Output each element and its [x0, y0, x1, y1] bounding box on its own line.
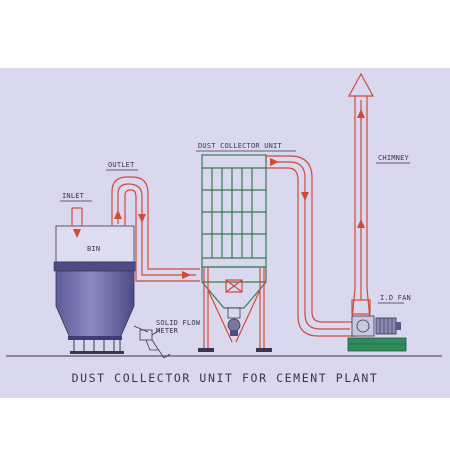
fan-duct-arrow-right-icon [270, 158, 279, 166]
outlet-arrow-right-icon [182, 271, 191, 279]
chimney-arrow-top-icon [357, 109, 365, 118]
outlet-flow-line [117, 183, 196, 276]
chimney-arrow-up-icon [357, 219, 365, 228]
fan-duct-flow [270, 161, 350, 330]
bin-label: BIN [87, 245, 100, 253]
chimney-base-box [351, 299, 371, 315]
collector-valve-cross-b [225, 279, 243, 293]
fan-impeller-icon [356, 319, 370, 333]
fan-casing [351, 315, 375, 337]
bin-top-section [55, 225, 135, 263]
chimney-label: CHIMNEY [378, 154, 409, 162]
collector-foot-right [256, 348, 272, 352]
collector-valve-frame [225, 279, 243, 293]
rotary-valve [227, 307, 241, 319]
chimney: CHIMNEY [347, 72, 410, 321]
bin-bottom-rim [68, 336, 122, 340]
collector-to-fan-duct [266, 155, 356, 337]
rotary-valve-motor [227, 318, 241, 332]
rotary-valve-base [230, 330, 238, 336]
solid-flow-meter: SOLID FLOW METER [133, 319, 201, 359]
flow-meter-chute [133, 325, 171, 359]
id-fan-label: I.D FAN [380, 294, 411, 302]
solid-flow-meter-label-line1: SOLID FLOW [156, 319, 201, 327]
fan-motor-fins [379, 318, 393, 334]
outlet-duct-outer [111, 176, 200, 270]
inlet-label: INLET [62, 192, 85, 200]
outlet: OUTLET [106, 161, 200, 282]
outlet-label: OUTLET [108, 161, 135, 169]
bin-feet [70, 351, 124, 354]
chimney-cap [347, 72, 375, 97]
fan-motor-endcap [396, 322, 401, 330]
diagram-title: DUST COLLECTOR UNIT FOR CEMENT PLANT [72, 371, 379, 385]
collector-bags [202, 168, 266, 259]
bin-band [53, 261, 137, 272]
outlet-arrow-up-icon [114, 210, 122, 219]
bin: BIN [53, 225, 137, 354]
dust-collector-label: DUST COLLECTOR UNIT [198, 142, 282, 150]
collector-foot-left [198, 348, 214, 352]
solid-flow-meter-label-line2: METER [156, 327, 179, 335]
id-fan: I.D FAN [347, 294, 411, 352]
fan-motor [375, 317, 397, 335]
inlet: INLET [60, 192, 92, 238]
fan-duct-outer [266, 155, 356, 323]
bin-body [55, 270, 135, 339]
chimney-base [351, 287, 371, 321]
outlet-duct-inner [124, 189, 200, 282]
inlet-arrow-icon [73, 229, 81, 238]
flow-meter-leader [151, 329, 161, 336]
fan-duct-inner [266, 167, 356, 337]
dust-collector-unit: DUST COLLECTOR UNIT [196, 142, 296, 352]
fan-base [347, 337, 407, 352]
flow-meter-outlet [145, 339, 158, 351]
outlet-arrow-down-icon [138, 214, 146, 223]
collector-legs [203, 268, 265, 350]
bin-legs [73, 340, 121, 352]
fan-duct-arrow-down-icon [301, 192, 309, 201]
